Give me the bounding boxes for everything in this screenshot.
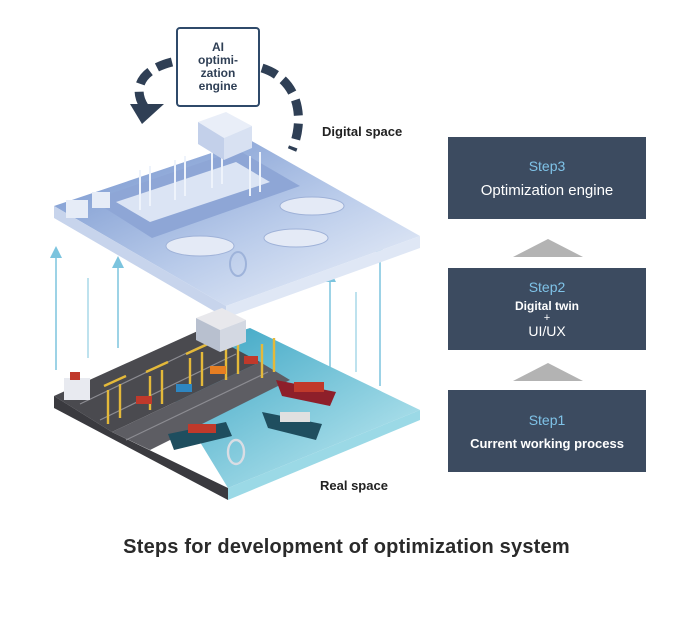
step2-box: Step2 Digital twin + UI/UX [448,268,646,350]
digital-space-plane [54,112,420,318]
step3-number: Step3 [528,157,566,174]
ai-engine-line: engine [198,79,238,93]
step3-title: Optimization engine [480,181,614,199]
step2-plus: + [543,312,551,324]
figure-caption: Steps for development of optimization sy… [123,536,570,558]
step1-box: Step1 Current working process [448,390,646,472]
step2-number: Step2 [528,279,566,295]
step3-box: Step3 Optimization engine [448,137,646,219]
data-flow-arrows [50,244,386,386]
ai-engine-line: zation [200,66,236,80]
step2-extra: UI/UX [528,323,566,339]
cycle-arrow-icon [130,57,303,152]
ai-engine-line: AI [212,40,224,54]
step-arrow-up-icon [513,239,583,257]
step2-title: Digital twin [515,299,579,313]
real-space-label: Real space [320,478,388,493]
ai-optimization-engine-box: AI optimi- zation engine [176,27,260,107]
cargo-ships [168,380,336,450]
step1-title: Current working process [470,435,624,451]
digital-space-label: Digital space [322,124,403,139]
ai-engine-line: optimi- [198,53,238,67]
real-space-plane [54,308,420,500]
step1-number: Step1 [528,411,566,428]
port-illustration [50,57,420,500]
step-arrow-up-icon [513,363,583,381]
